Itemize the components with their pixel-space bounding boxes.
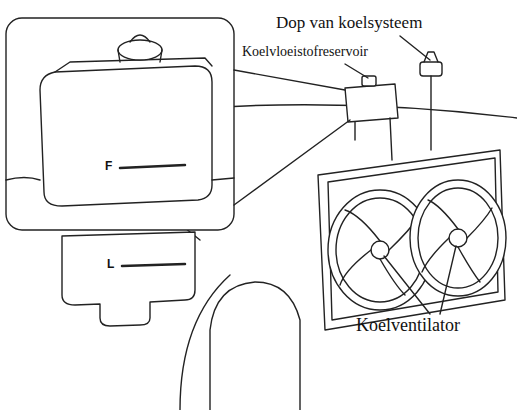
level-mark: L bbox=[106, 258, 115, 271]
coolant-reservoir bbox=[345, 76, 398, 160]
part-label: Koelvloeistofreservoir bbox=[242, 44, 368, 59]
inset-frame bbox=[6, 18, 234, 230]
reservoir-lower-part bbox=[62, 232, 195, 326]
leader-line bbox=[400, 36, 430, 60]
cooling-fan bbox=[410, 180, 506, 296]
leader-line bbox=[384, 246, 456, 314]
wheel-arch bbox=[210, 282, 300, 410]
radiator-frame bbox=[318, 150, 505, 330]
radiator-cap bbox=[420, 52, 442, 150]
inset-leader bbox=[234, 70, 350, 205]
coolant-reservoir-enlarged bbox=[6, 35, 234, 206]
level-mark: F bbox=[104, 160, 113, 173]
part-label: Koelventilator bbox=[356, 316, 460, 336]
leader-line bbox=[345, 64, 368, 78]
part-label: Dop van koelsysteem bbox=[276, 14, 422, 33]
